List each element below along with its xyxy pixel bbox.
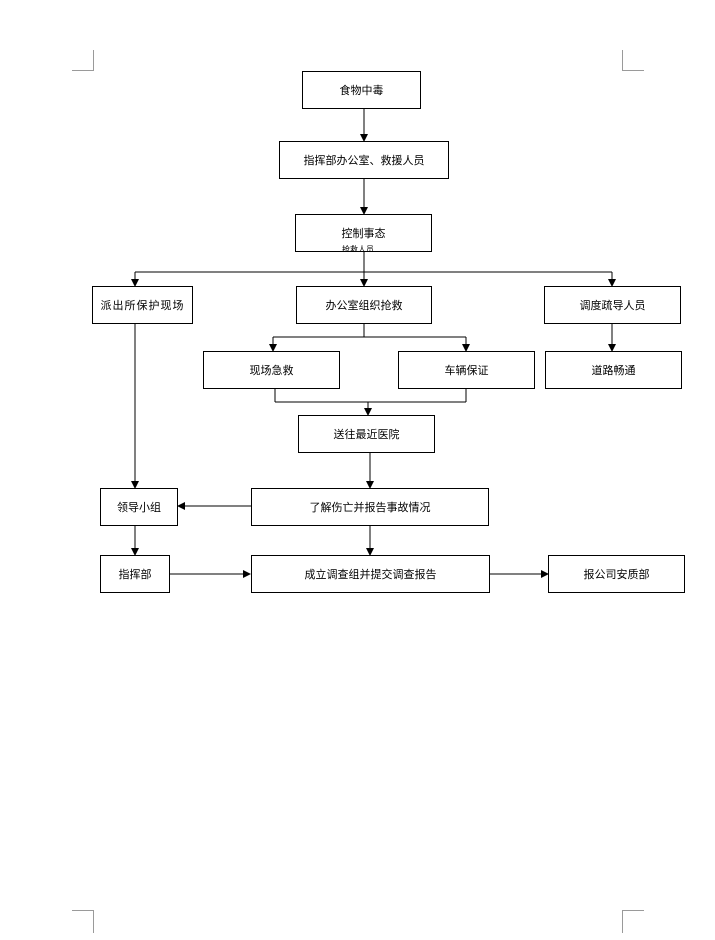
node-label: 现场急救: [249, 364, 294, 377]
node-investigate-report: 了解伤亡并报告事故情况: [251, 488, 489, 526]
node-label: 送往最近医院: [333, 428, 400, 441]
node-label: 车辆保证: [444, 364, 489, 377]
node-food-poisoning: 食物中毒: [302, 71, 421, 109]
node-label: 领导小组: [117, 501, 161, 514]
node-onsite-first-aid: 现场急救: [203, 351, 340, 389]
node-label: 成立调查组并提交调查报告: [304, 568, 437, 581]
node-command-office-rescue: 指挥部办公室、救援人员: [279, 141, 449, 179]
node-label: 道路畅通: [591, 364, 636, 377]
node-label: 办公室组织抢救: [325, 299, 403, 312]
crop-mark-top-right: [622, 50, 644, 71]
node-label: 指挥部: [118, 568, 152, 581]
node-label: 报公司安质部: [583, 568, 650, 581]
node-label: 控制事态: [341, 227, 386, 240]
node-control-situation: 控制事态: [295, 214, 432, 252]
node-report-safety-dept: 报公司安质部: [548, 555, 685, 593]
node-office-organize-rescue: 办公室组织抢救: [296, 286, 432, 324]
node-police-protect-scene: 派出所保护现场: [92, 286, 193, 324]
overlapping-text-fragment: 抢救人员: [342, 245, 374, 252]
crop-mark-bottom-right: [622, 910, 644, 933]
node-establish-investigation: 成立调查组并提交调查报告: [251, 555, 490, 593]
node-road-clear: 道路畅通: [545, 351, 682, 389]
node-label: 调度疏导人员: [579, 299, 646, 312]
node-label: 派出所保护现场: [100, 299, 185, 312]
node-label: 食物中毒: [339, 84, 384, 97]
node-vehicle-guarantee: 车辆保证: [398, 351, 535, 389]
node-command-dept: 指挥部: [100, 555, 170, 593]
node-send-nearest-hospital: 送往最近医院: [298, 415, 435, 453]
crop-mark-top-left: [72, 50, 94, 71]
node-label: 指挥部办公室、救援人员: [303, 154, 425, 167]
node-dispatch-guide-staff: 调度疏导人员: [544, 286, 681, 324]
crop-mark-bottom-left: [72, 910, 94, 933]
node-leader-group: 领导小组: [100, 488, 178, 526]
node-label: 了解伤亡并报告事故情况: [309, 501, 431, 514]
